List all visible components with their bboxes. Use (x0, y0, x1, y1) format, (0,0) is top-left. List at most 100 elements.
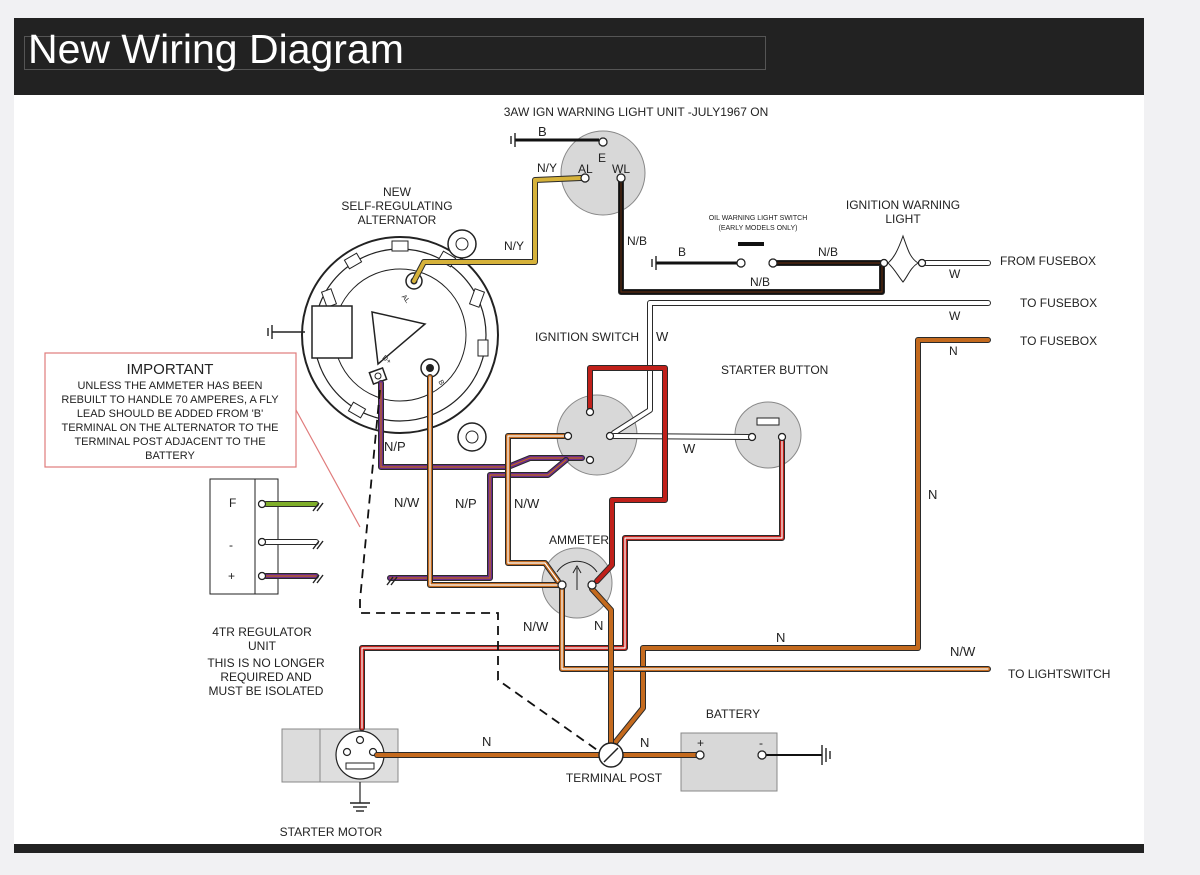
oil-warning-switch (651, 242, 778, 270)
label-from-fusebox-w: W (949, 267, 961, 281)
earth-symbol-alternator (267, 325, 305, 339)
title-box (24, 36, 766, 70)
label-to-fusebox-1-w: W (949, 309, 961, 323)
page-title: New Wiring Diagram (28, 26, 404, 72)
label-unit-al: AL (578, 162, 593, 176)
label-alt-2: SELF-REGULATING (341, 199, 452, 213)
earth-symbol-starter (350, 802, 370, 812)
label-wire-nw-light: N/W (950, 644, 976, 659)
label-from-fusebox: FROM FUSEBOX (1000, 254, 1096, 268)
wire-cut-mark (312, 502, 324, 512)
bottom-bar (14, 844, 1144, 853)
label-wire-n-right: N (928, 487, 937, 502)
wire-unit-wl-nb (618, 179, 885, 295)
label-ignition-switch: IGNITION SWITCH (535, 330, 639, 344)
wire-ign-starter-w (611, 433, 751, 440)
label-wire-nw-left: N/W (394, 495, 420, 510)
label-oil-b: B (678, 245, 686, 259)
label-wire-nw-mid: N/W (514, 496, 540, 511)
label-wire-n-battery: N (640, 735, 649, 750)
label-wire-n-long: N (776, 630, 785, 645)
label-bat-minus: - (759, 736, 763, 750)
important-line-1: UNLESS THE AMMETER HAS BEEN (77, 380, 262, 392)
label-bat-plus: + (697, 736, 704, 750)
label-oil-switch-2: (EARLY MODELS ONLY) (719, 225, 798, 232)
label-wire-n-starter: N (482, 734, 491, 749)
label-ign-w: W (656, 329, 669, 344)
label-wire-np-mid: N/P (455, 496, 477, 511)
labels: 3AW IGN WARNING LIGHT UNIT -JULY1967 ON … (207, 105, 1110, 839)
fly-lead-dashed (359, 389, 601, 753)
label-wire-ny: N/Y (504, 239, 524, 253)
wire-to-fusebox-n (611, 337, 991, 747)
label-starter-motor: STARTER MOTOR (280, 825, 383, 839)
label-alt-al: AL (400, 294, 411, 305)
alternator (301, 229, 499, 452)
terminal-post (598, 742, 624, 768)
wire-starter-button-red (359, 438, 785, 731)
important-line-5: TERMINAL POST ADJACENT TO THE (74, 436, 265, 448)
earth-symbol-oil (651, 256, 657, 270)
label-reg-3: THIS IS NO LONGER (207, 656, 325, 670)
wire-to-fusebox-w (611, 300, 991, 436)
label-starter-button: STARTER BUTTON (721, 363, 828, 377)
label-alt-dplus: D+ (381, 354, 393, 365)
label-to-fusebox-1: TO FUSEBOX (1020, 296, 1097, 310)
label-reg-2: UNIT (248, 639, 277, 653)
label-reg-1: 4TR REGULATOR (212, 625, 312, 639)
label-oil-nb-bottom: N/B (750, 275, 770, 289)
label-reg-plus: + (228, 569, 235, 583)
wire-alt-np-lower (387, 457, 569, 581)
label-unit-b: B (538, 124, 547, 139)
label-amm-nw: N/W (523, 619, 549, 634)
label-amm-n: N (594, 618, 603, 633)
label-oil-nb-top: N/B (818, 245, 838, 259)
important-callout: IMPORTANT UNLESS THE AMMETER HAS BEEN RE… (44, 352, 361, 528)
label-alt-1: NEW (383, 185, 412, 199)
label-ammeter: AMMETER (549, 533, 609, 547)
ignition-warning-light (879, 234, 927, 283)
earth-symbol-unit (510, 133, 516, 147)
label-reg-5: MUST BE ISOLATED (209, 684, 324, 698)
header-bar: New Wiring Diagram (14, 18, 1144, 95)
important-title: IMPORTANT (127, 361, 214, 378)
label-reg-4: REQUIRED AND (220, 670, 312, 684)
label-to-fusebox-2: TO FUSEBOX (1020, 334, 1097, 348)
wire-ign-red (587, 365, 668, 584)
label-battery: BATTERY (706, 707, 760, 721)
wire-amm-lightswitch-nw (559, 586, 991, 672)
wire-end-nodes (257, 137, 927, 760)
label-wire-np-upper: N/P (384, 439, 406, 454)
label-starter-w: W (683, 441, 696, 456)
label-unit-wl: WL (612, 162, 630, 176)
battery (680, 732, 831, 792)
wire-alt-al-ny (411, 175, 584, 284)
label-to-lightswitch: TO LIGHTSWITCH (1008, 667, 1110, 681)
label-ign-warning-1: IGNITION WARNING (846, 198, 960, 212)
label-oil-switch-1: OIL WARNING LIGHT SWITCH (709, 215, 808, 222)
wire-ign-nw (505, 433, 567, 584)
label-reg-f: F (229, 496, 236, 510)
label-unit-ny: N/Y (537, 161, 557, 175)
wire-alt-b-nw (427, 374, 561, 588)
wire-cut-mark (312, 574, 324, 584)
starter-motor (281, 728, 399, 803)
important-line-2: REBUILT TO HANDLE 70 AMPERES, A FLY (61, 394, 279, 406)
important-line-6: BATTERY (145, 450, 195, 462)
callout-pointer (295, 409, 361, 528)
label-unit-e: E (598, 151, 606, 165)
label-terminal-post: TERMINAL POST (566, 771, 663, 785)
important-line-3: LEAD SHOULD BE ADDED FROM 'B' (77, 408, 263, 420)
wire-amm-terminal-n (589, 586, 614, 747)
label-alt-3: ALTERNATOR (358, 213, 437, 227)
label-to-fusebox-2-n: N (949, 344, 958, 358)
earth-symbol-battery (821, 745, 831, 765)
wiring-diagram: IMPORTANT UNLESS THE AMMETER HAS BEEN RE… (44, 105, 1110, 839)
wires (263, 175, 991, 758)
diagram-frame: New Wiring Diagram (14, 18, 1144, 853)
important-line-4: TERMINAL ON THE ALTERNATOR TO THE (62, 422, 279, 434)
label-wire-nb-vertical: N/B (627, 234, 647, 248)
label-warning-unit: 3AW IGN WARNING LIGHT UNIT -JULY1967 ON (504, 105, 769, 119)
label-alt-b: B (437, 379, 446, 387)
wire-cut-mark (312, 540, 324, 550)
